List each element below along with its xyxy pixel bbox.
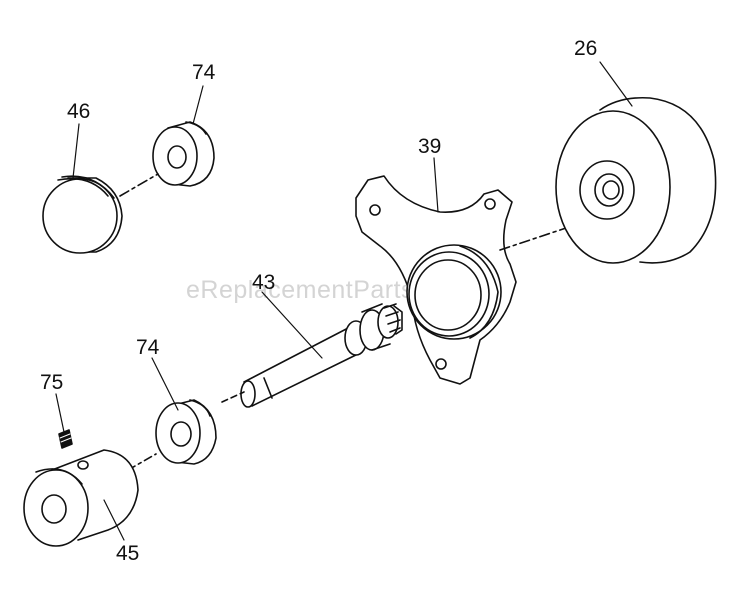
part-label-39: 39 bbox=[418, 135, 442, 158]
part-label-26: 26 bbox=[574, 37, 598, 60]
part-26-wheel bbox=[555, 96, 717, 264]
part-39-bracket bbox=[355, 175, 517, 385]
part-74-bearing-bottom bbox=[155, 399, 217, 465]
part-label-43: 43 bbox=[252, 271, 276, 294]
part-label-75: 75 bbox=[40, 371, 64, 394]
part-75-set-screw bbox=[58, 429, 73, 449]
part-label-46: 46 bbox=[67, 100, 91, 123]
part-label-45: 45 bbox=[116, 542, 140, 565]
leader-lines bbox=[55, 61, 633, 541]
part-label-74-top: 74 bbox=[192, 61, 216, 84]
part-74-bearing-top bbox=[152, 121, 215, 187]
part-label-74-bottom: 74 bbox=[136, 336, 160, 359]
part-46-cap bbox=[42, 175, 123, 254]
axis-line-top bbox=[119, 173, 159, 197]
part-45-hub bbox=[23, 449, 139, 547]
part-43-shaft bbox=[221, 303, 403, 408]
